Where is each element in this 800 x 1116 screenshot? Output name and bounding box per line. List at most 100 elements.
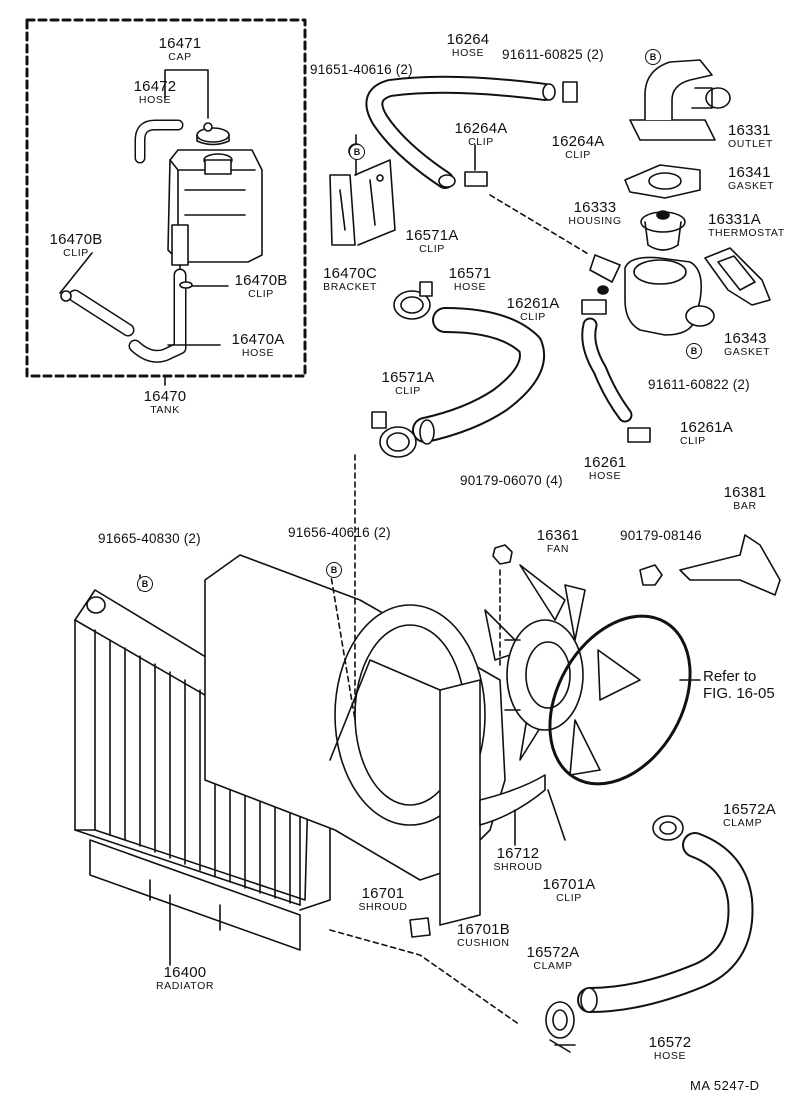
part-number: 16701B (457, 921, 510, 938)
bolt-91656-40616: 91656-40616 (2) (288, 525, 391, 540)
label-16470a: 16470A HOSE (220, 332, 296, 359)
bolt-91611-60822: 91611-60822 (2) (648, 377, 750, 392)
part-name: CUSHION (457, 937, 510, 949)
clip-16571a-upper (393, 281, 433, 320)
clip-16470b-left (60, 290, 72, 302)
part-number: 16712 (496, 845, 540, 862)
part-name: CLIP (395, 385, 421, 397)
part-name: HOSE (241, 347, 275, 359)
bolt-marker-b-91665: B (137, 576, 153, 592)
clip-16264a-top (562, 81, 578, 103)
part-number: 16264 (446, 31, 490, 48)
reference-note: Refer to FIG. 16-05 (703, 668, 775, 703)
part-number: 16341 (728, 164, 771, 181)
part-name: BAR (733, 500, 757, 512)
bolt-marker-b-91656: B (326, 562, 342, 578)
label-16361: 16361 FAN (528, 528, 588, 555)
label-16470b-right: 16470B CLIP (228, 273, 294, 300)
bar-16381 (679, 534, 781, 596)
part-name: CAP (168, 51, 192, 63)
part-number: 16331 (728, 122, 771, 139)
part-name: FAN (546, 543, 570, 555)
part-name: HOSE (453, 281, 487, 293)
part-name: HOSE (588, 470, 622, 482)
gasket-16343 (704, 247, 771, 306)
label-16712: 16712 SHROUD (486, 846, 550, 873)
part-name: OUTLET (728, 138, 774, 150)
thermostat-16331a (640, 210, 686, 251)
part-name: CLAMP (723, 817, 763, 829)
part-number: 16361 (536, 527, 580, 544)
clamp-16572a-upper (652, 815, 684, 841)
bracket-16470c (329, 159, 396, 246)
part-number: 16701A (542, 876, 596, 893)
part-number: 16572A (723, 801, 776, 818)
label-16341: 16341 GASKET (728, 165, 774, 192)
label-16571a-lower: 16571A CLIP (373, 370, 443, 397)
gasket-16341 (624, 164, 701, 199)
label-16472: 16472 HOSE (125, 79, 185, 106)
bolt-marker-b-91611-825: B (645, 49, 661, 65)
part-name: CLIP (520, 311, 546, 323)
label-16343: 16343 GASKET (724, 331, 770, 358)
reference-line-2: FIG. 16-05 (703, 685, 775, 703)
part-number: 16400 (163, 964, 207, 981)
part-number: 16572A (526, 944, 580, 961)
part-name: GASKET (728, 180, 775, 192)
part-name: CLAMP (533, 960, 573, 972)
clip-16470b-right (179, 281, 193, 289)
part-name: CLIP (680, 435, 706, 447)
clip-16264a-lower (464, 171, 488, 187)
cushion-16701b (409, 917, 431, 938)
part-name: HOSE (451, 47, 485, 59)
water-outlet-16331 (629, 59, 731, 141)
bolt-91651-40616: 91651-40616 (2) (310, 62, 413, 77)
part-number: 16571A (405, 227, 459, 244)
part-name: CLIP (63, 247, 89, 259)
part-number: 16470C (323, 265, 377, 282)
part-number: 16261A (506, 295, 560, 312)
diagram-code: MA 5247-D (690, 1078, 760, 1093)
thermostat-housing-16333 (589, 254, 715, 336)
part-name: THERMOSTAT (708, 227, 785, 239)
label-16471: 16471 CAP (150, 36, 210, 63)
shroud-16712 (479, 774, 546, 826)
label-16701a: 16701A CLIP (532, 877, 606, 904)
part-name: SHROUD (493, 861, 543, 873)
part-name: SHROUD (358, 901, 408, 913)
part-number: 16261A (680, 419, 733, 436)
part-number: 16331A (708, 211, 761, 228)
clip-16261a-lower (627, 427, 651, 443)
part-name: HOUSING (568, 215, 622, 227)
label-16261a-lower: 16261A CLIP (680, 420, 733, 447)
part-number: 16261 (583, 454, 627, 471)
label-16572: 16572 HOSE (640, 1035, 700, 1062)
part-number: 16470B (49, 231, 103, 248)
part-name: GASKET (724, 346, 771, 358)
part-name: CLIP (556, 892, 582, 904)
bolt-marker-b-91611-822: B (686, 343, 702, 359)
nut-90179-06070 (492, 544, 513, 565)
part-number: 16343 (724, 330, 767, 347)
part-number: 16572 (648, 1034, 692, 1051)
reservoir-tank-illustration (167, 149, 263, 276)
bolt-91665-40830: 91665-40830 (2) (98, 531, 201, 546)
tank-group-dashed-box (25, 18, 307, 378)
label-16331a: 16331A THERMOSTAT (708, 212, 785, 239)
part-name: HOSE (653, 1050, 687, 1062)
bolt-90179-06070: 90179-06070 (4) (460, 473, 563, 488)
drive-belt-outline (548, 614, 692, 786)
part-number: 16264A (454, 120, 508, 137)
clamp-16572a-lower (545, 1001, 576, 1053)
tank-cap-illustration (196, 122, 230, 146)
part-number: 16472 (133, 78, 177, 95)
part-name: TANK (150, 404, 180, 416)
label-16264a-right: 16264A CLIP (543, 134, 613, 161)
part-name: RADIATOR (155, 980, 215, 992)
reference-line-1: Refer to (703, 668, 757, 685)
label-16400: 16400 RADIATOR (140, 965, 230, 992)
bolt-90179-08146: 90179-08146 (620, 528, 702, 543)
part-name: CLIP (565, 149, 591, 161)
part-name: CLIP (248, 288, 274, 300)
part-number: 16571 (448, 265, 492, 282)
